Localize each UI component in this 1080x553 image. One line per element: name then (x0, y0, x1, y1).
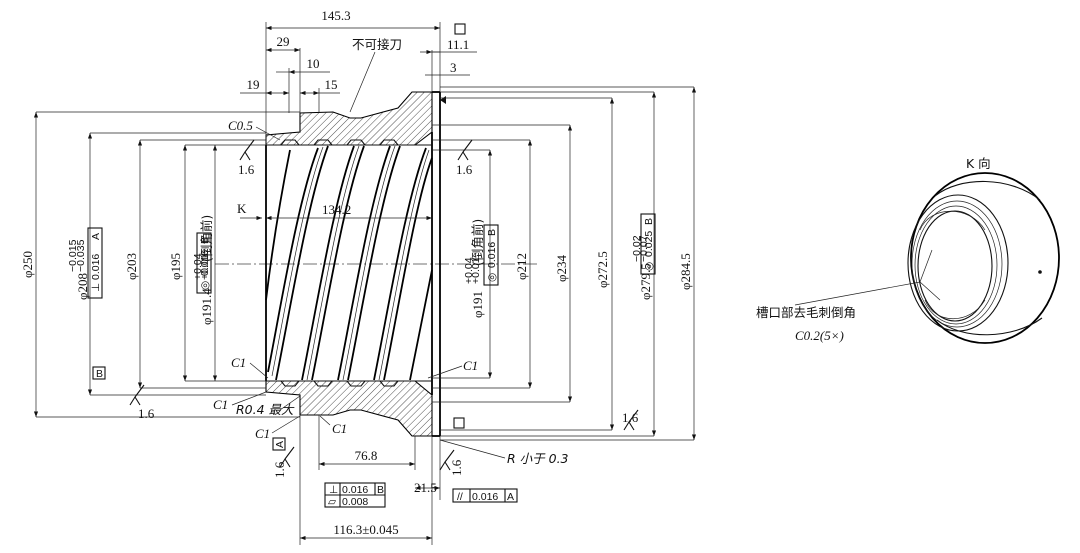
fcf-parallel-value: 0.016 (472, 491, 498, 503)
view-k-arrow-label: K (237, 201, 247, 216)
k-view-note: 槽口部去毛刺倒角 (756, 305, 856, 320)
k-view-outer-ring (910, 172, 1060, 344)
dia-191-right-note: (倒角前) (470, 219, 485, 266)
fcf-parallel-ref: A (507, 491, 514, 503)
dim-134-2: 134.2 (322, 202, 351, 217)
fcf-left-bore-value: 0.016 (199, 250, 211, 276)
dim-3: 3 (450, 60, 457, 75)
chamfer-c1-left: C1 (231, 355, 246, 370)
dia-250: φ250 (20, 251, 35, 278)
chamfer-c1-bottom-left: C1 (213, 397, 228, 412)
dia-208-tol-lower: −0.035 (75, 239, 87, 272)
dia-208-tol-upper: −0.015 (67, 239, 79, 272)
dim-19: 19 (247, 77, 260, 92)
fcf-279-ref: B (643, 218, 655, 225)
dim-15: 15 (325, 77, 338, 92)
k-view-bore-outer (907, 194, 1009, 332)
roughness-1-6-b: 1.6 (456, 162, 473, 177)
groove-teeth-bottom (280, 380, 399, 387)
roughness-1-6-a: 1.6 (238, 162, 255, 177)
chamfer-c1-lower: C1 (255, 426, 270, 441)
fcf-right-bore-frame (483, 224, 499, 286)
fcf-phi208-value: 0.016 (90, 254, 102, 280)
helical-grooves-thin (271, 145, 430, 381)
dia-191-left-tol-upper: +0.04 (192, 253, 204, 280)
fcf-parallel-frame (452, 488, 518, 503)
dia-234: φ234 (554, 254, 569, 282)
dim-21-5: 21.5 (414, 480, 437, 495)
dia-191-left-tol-lower: +0.01 (199, 253, 211, 280)
dia-191-right-tol-lower: +0.01 (470, 257, 482, 284)
k-view (794, 172, 1060, 344)
fcf-left-bore-frame (196, 232, 212, 294)
fcf-bottom-perp-symbol: ⊥ (329, 484, 338, 496)
datum-b-box (92, 366, 106, 380)
flange-datum-box (453, 417, 465, 429)
datum-a-label: A (274, 441, 286, 448)
dia-191-left: φ191.4 (199, 288, 214, 325)
dim-11-1: 11.1 (447, 37, 469, 52)
k-view-title: K 向 (966, 156, 991, 171)
dimension-lines (33, 22, 697, 545)
chamfer-c0-5: C0.5 (228, 118, 253, 133)
fcf-flatness-value: 0.008 (342, 496, 368, 508)
dia-203: φ203 (124, 253, 139, 280)
top-datum-box (454, 23, 466, 35)
dia-191-right: φ191 (470, 291, 485, 318)
fcf-left-bore-ref: B (199, 237, 211, 244)
fcf-phi208-frame (87, 227, 103, 299)
fcf-boxes (87, 23, 656, 508)
k-view-note-c02: C0.2(5×) (795, 328, 844, 343)
chamfer-c1-lower-2: C1 (332, 421, 347, 436)
top-wall-section (265, 91, 433, 146)
dia-191-right-tol-upper: +0.04 (463, 257, 475, 284)
datum-b-label: B (96, 368, 103, 380)
fcf-bottom-perp-value: 0.016 (342, 484, 368, 496)
dim-29: 29 (277, 34, 290, 49)
dia-195: φ195 (168, 253, 183, 280)
dia-272-5: φ272.5 (595, 251, 610, 288)
roughness-1-6-e: 1.6 (449, 459, 464, 476)
dia-284-5: φ284.5 (678, 253, 693, 290)
dia-279-tol-lower: −0.07 (638, 235, 650, 262)
dia-279-5: φ279.5 (638, 263, 653, 300)
dia-279-tol-upper: −0.02 (631, 235, 643, 262)
roughness-1-6-d: 1.6 (272, 461, 287, 478)
fcf-279-frame (640, 213, 656, 275)
dia-191-left-note: (倒角前) (199, 215, 214, 262)
note-no-tool-join: 不可接刀 (352, 37, 402, 52)
radius-r0-4-max: R0.4 最大 (236, 402, 295, 417)
fcf-phi208-ref: A (90, 233, 102, 240)
datum-a-box (272, 437, 286, 451)
fcf-parallel-symbol: // (457, 491, 463, 503)
roughness-symbols (129, 139, 639, 471)
dia-208: φ208 (75, 273, 90, 300)
roughness-1-6-f: 1.6 (622, 410, 639, 425)
fcf-279-value: 0.025 (643, 231, 655, 257)
helical-grooves (265, 145, 433, 381)
radius-note-under-0-3: R 小于 0.3 (507, 451, 569, 466)
fcf-bottom-perp-ref: B (377, 484, 384, 496)
dim-145-3: 145.3 (321, 8, 350, 23)
fcf-right-bore-ref: B (486, 229, 498, 236)
fcf-circ-symbol-279: ◎ (643, 262, 655, 271)
fcf-perp-symbol: ⊥ (90, 283, 102, 292)
section-view (215, 91, 540, 437)
fcf-circ-symbol-right: ◎ (486, 273, 498, 282)
groove-teeth-top (280, 139, 399, 146)
dim-76-8: 76.8 (355, 448, 378, 463)
k-view-mark (1038, 270, 1042, 274)
fcf-flatness-symbol: ▱ (328, 496, 337, 508)
dim-116-3: 116.3±0.045 (333, 522, 398, 537)
fcf-right-bore-value: 0.016 (486, 242, 498, 268)
chamfer-c1-right: C1 (463, 358, 478, 373)
fcf-circ-symbol-left: ◎ (199, 281, 211, 290)
dia-212: φ212 (514, 253, 529, 280)
roughness-1-6-c: 1.6 (138, 406, 155, 421)
dim-10: 10 (307, 56, 320, 71)
